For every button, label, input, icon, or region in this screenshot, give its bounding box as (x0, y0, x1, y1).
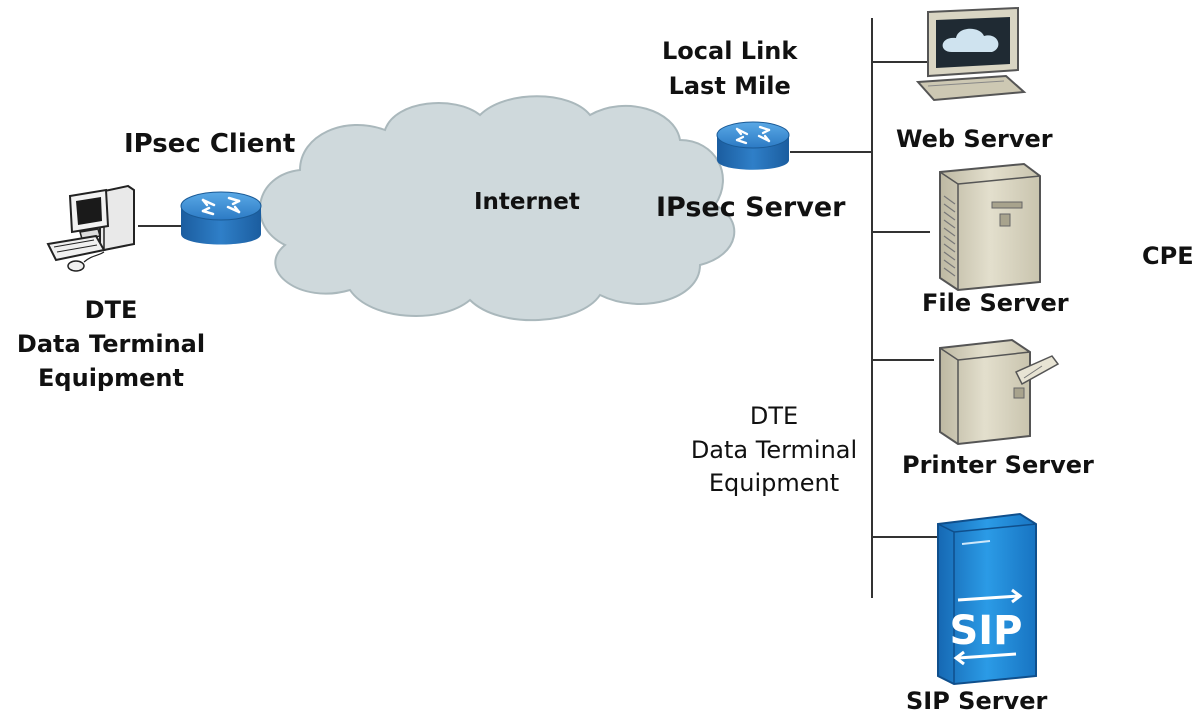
dte-right-line-2: Data Terminal (690, 435, 858, 464)
tower-server-icon (939, 162, 1041, 292)
dte-right-line-3: Equipment (708, 469, 840, 498)
last-mile-line: Last Mile (668, 71, 791, 100)
local-link-line: Local Link (662, 37, 798, 65)
printer-server-label: Printer Server (902, 451, 1094, 479)
local-link-label: Local Link Last Mile (662, 34, 797, 104)
dte-right-label: DTE Data Terminal Equipment (674, 400, 874, 501)
internet-label: Internet (474, 189, 580, 215)
dte-left-label: DTE Data Terminal Equipment (10, 293, 212, 395)
monitor-icon (915, 6, 1027, 102)
ipsec-client-label: IPsec Client (124, 129, 296, 159)
dte-left-line-3: Equipment (38, 364, 184, 393)
sip-logo-text: SIP (949, 608, 1022, 654)
file-server-label: File Server (922, 289, 1069, 317)
router-icon (716, 121, 790, 170)
router-icon (180, 191, 262, 245)
ipsec-server-label: IPsec Server (656, 192, 846, 223)
dte-left-line-2: Data Terminal (16, 330, 206, 359)
desktop-computer-icon (46, 184, 135, 272)
printer-icon (939, 338, 1060, 446)
sip-server-icon: SIP (937, 512, 1037, 686)
internet-cloud-icon (258, 95, 736, 322)
dte-left-line-1: DTE (84, 296, 138, 324)
web-server-label: Web Server (896, 125, 1053, 153)
sip-server-label: SIP Server (906, 687, 1048, 715)
dte-right-line-1: DTE (749, 402, 799, 430)
cpe-label: CPE (1142, 242, 1194, 270)
